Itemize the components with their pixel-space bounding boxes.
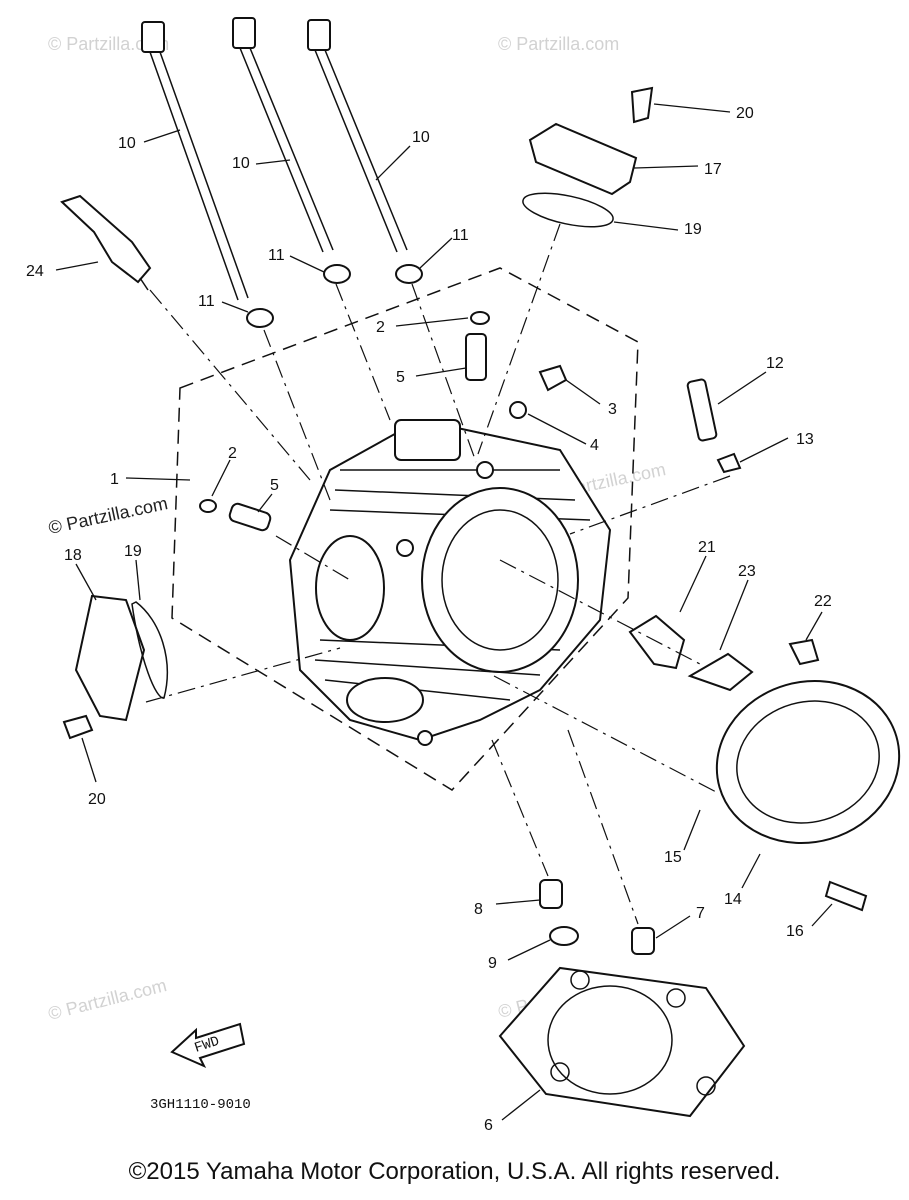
washer bbox=[323, 264, 351, 284]
bolt bbox=[630, 86, 654, 124]
stud-bolt bbox=[232, 17, 334, 253]
cam-bore bbox=[421, 487, 579, 673]
cylinder-head bbox=[288, 418, 612, 746]
valve-guide bbox=[465, 333, 487, 381]
watermark: © Partzilla.com bbox=[46, 975, 169, 1024]
drawing-code: 3GH1110-9010 bbox=[150, 1097, 251, 1113]
callout-14: 14 bbox=[724, 891, 742, 908]
callout-11: 11 bbox=[268, 247, 285, 264]
bolt bbox=[62, 714, 94, 740]
callout-10: 10 bbox=[412, 129, 430, 146]
o-ring bbox=[522, 192, 614, 228]
fwd-label: FWD bbox=[193, 1034, 222, 1057]
callout-2: 2 bbox=[376, 319, 385, 336]
callout-20: 20 bbox=[736, 105, 754, 122]
watermark: © Partzilla.com bbox=[48, 34, 169, 54]
dowel-pin bbox=[631, 927, 655, 955]
tappet-cover bbox=[528, 122, 638, 196]
callout-20: 20 bbox=[88, 791, 106, 808]
callout-6: 6 bbox=[484, 1117, 493, 1134]
callout-4: 4 bbox=[590, 437, 599, 454]
washer bbox=[549, 926, 579, 946]
bolt bbox=[686, 378, 718, 442]
callout-16: 16 bbox=[786, 923, 804, 940]
callout-1: 1 bbox=[110, 471, 119, 488]
gasket bbox=[687, 652, 754, 692]
callout-17: 17 bbox=[704, 161, 722, 178]
callout-22: 22 bbox=[814, 593, 832, 610]
cylinder-head-gasket bbox=[498, 966, 746, 1118]
callout-leaders bbox=[55, 103, 833, 1121]
callout-2: 2 bbox=[228, 445, 237, 462]
callout-5: 5 bbox=[396, 369, 405, 386]
washer bbox=[395, 264, 423, 284]
callout-21: 21 bbox=[698, 539, 716, 556]
callout-8: 8 bbox=[474, 901, 483, 918]
valve-guide bbox=[228, 502, 272, 532]
stud-bolt bbox=[141, 21, 249, 301]
callout-24: 24 bbox=[26, 263, 44, 280]
watermark: © Partzilla.com bbox=[498, 34, 619, 54]
assembly-outline bbox=[171, 267, 639, 791]
bolt bbox=[788, 638, 820, 666]
callout-18: 18 bbox=[64, 547, 82, 564]
washer bbox=[509, 401, 527, 419]
callout-9: 9 bbox=[488, 955, 497, 972]
callout-11: 11 bbox=[452, 227, 469, 244]
callout-12: 12 bbox=[766, 355, 784, 372]
valve-seal bbox=[470, 311, 490, 325]
copyright-notice: ©2015 Yamaha Motor Corporation, U.S.A. A… bbox=[128, 1158, 781, 1185]
stud-bolt bbox=[307, 19, 408, 253]
callout-3: 3 bbox=[608, 401, 617, 418]
nut bbox=[716, 452, 742, 474]
cylinder-head-side-cover bbox=[715, 680, 901, 844]
dowel-pin bbox=[539, 879, 563, 909]
callout-19: 19 bbox=[684, 221, 702, 238]
valve-seal bbox=[199, 499, 217, 513]
callout-7: 7 bbox=[696, 905, 705, 922]
callout-13: 13 bbox=[796, 431, 814, 448]
intake-port bbox=[315, 535, 385, 641]
callout-11: 11 bbox=[198, 293, 215, 310]
spark-plug bbox=[60, 194, 152, 291]
bolt bbox=[824, 880, 868, 912]
callout-19: 19 bbox=[124, 543, 142, 560]
callout-23: 23 bbox=[738, 563, 756, 580]
callout-5: 5 bbox=[270, 477, 279, 494]
tappet-cover bbox=[74, 594, 146, 722]
watermark: © Partzilla.com bbox=[47, 493, 170, 538]
callout-10: 10 bbox=[232, 155, 250, 172]
bolt bbox=[538, 364, 568, 392]
callout-10: 10 bbox=[118, 135, 136, 152]
o-ring bbox=[131, 601, 168, 699]
washer bbox=[246, 308, 274, 328]
callout-15: 15 bbox=[664, 849, 682, 866]
fwd-arrow-icon: FWD bbox=[170, 1022, 246, 1069]
